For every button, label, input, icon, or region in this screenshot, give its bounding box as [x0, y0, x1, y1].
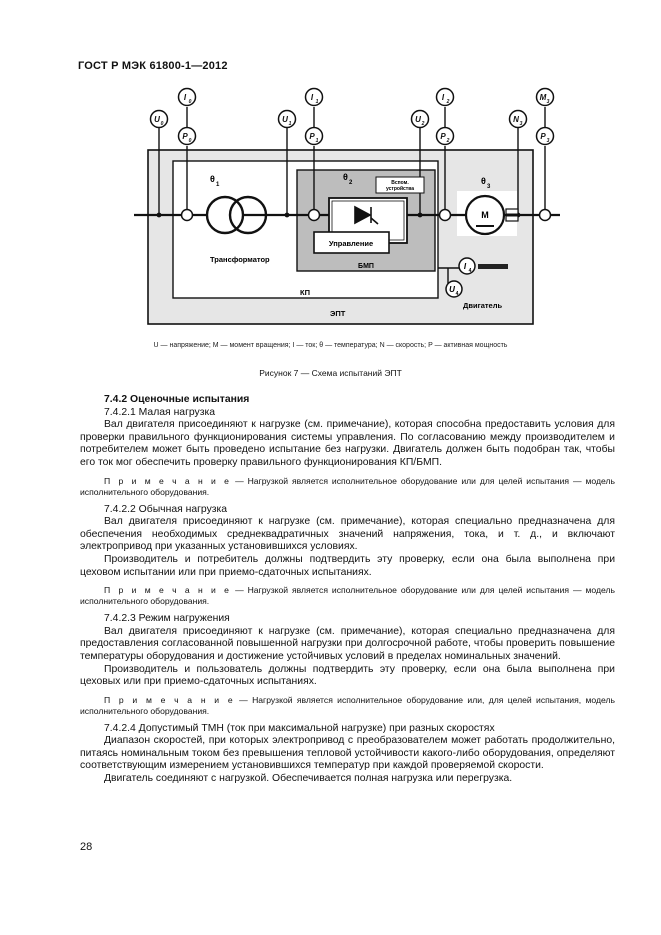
svg-text:I: I: [311, 93, 314, 102]
paragraph: Диапазон скоростей, при которых электроп…: [80, 735, 615, 772]
svg-text:2: 2: [446, 138, 450, 144]
svg-text:P: P: [440, 132, 446, 141]
svg-text:θ: θ: [210, 174, 215, 184]
svg-text:3: 3: [520, 121, 523, 127]
note-text: — Нагрузкой является исполнительное обор…: [80, 475, 615, 497]
svg-text:устройства: устройства: [386, 185, 414, 192]
page-number: 28: [80, 841, 93, 853]
svg-text:P: P: [182, 132, 188, 141]
svg-text:Трансформатор: Трансформатор: [210, 255, 270, 264]
svg-text:1: 1: [316, 99, 319, 105]
svg-text:0: 0: [189, 138, 192, 144]
body-text: 7.4.2 Оценочные испытания 7.4.2.1 Малая …: [80, 388, 615, 786]
svg-text:M: M: [540, 93, 547, 102]
note: П р и м е ч а н и е — Нагрузкой является…: [80, 695, 615, 717]
svg-text:P: P: [540, 132, 546, 141]
motor-symbol: [464, 194, 506, 236]
svg-text:4: 4: [469, 268, 472, 274]
transformer-symbol: [205, 195, 268, 235]
svg-text:2: 2: [349, 180, 353, 186]
thyristor-symbol: [354, 205, 379, 225]
svg-text:1: 1: [316, 138, 319, 144]
svg-text:0: 0: [189, 99, 192, 105]
svg-text:θ: θ: [481, 176, 486, 186]
svg-text:P: P: [309, 132, 315, 141]
svg-text:θ: θ: [343, 172, 348, 182]
section-7-4-2-4-title: 7.4.2.4 Допустимый ТМН (ток при максимал…: [104, 722, 495, 734]
svg-text:I: I: [464, 262, 467, 271]
note-text: — Нагрузкой является исполнительное обор…: [80, 585, 615, 607]
svg-text:3: 3: [487, 184, 491, 190]
svg-text:4: 4: [456, 291, 459, 297]
svg-text:3: 3: [547, 99, 550, 105]
svg-text:U: U: [449, 285, 455, 294]
paragraph: Вал двигателя присоединяют к нагрузке (с…: [80, 625, 615, 662]
svg-text:БМП: БМП: [358, 263, 374, 270]
note: П р и м е ч а н и е — Нагрузкой является…: [80, 476, 615, 498]
svg-text:КП: КП: [300, 288, 310, 297]
svg-text:N: N: [513, 115, 519, 124]
svg-text:Вспом.: Вспом.: [391, 180, 409, 186]
svg-text:2: 2: [421, 121, 425, 127]
aux-devices-box: [375, 176, 425, 194]
paragraph: Производитель и потребитель должны подтв…: [80, 553, 615, 578]
svg-text:1: 1: [289, 121, 292, 127]
section-7-4-2-3-title: 7.4.2.3 Режим нагружения: [104, 613, 230, 625]
svg-text:М: М: [481, 210, 489, 220]
section-7-4-2-title: 7.4.2 Оценочные испытания: [104, 394, 250, 405]
control-box: [313, 231, 390, 254]
svg-text:1: 1: [216, 182, 220, 188]
figure-legend: U — напряжение; M — момент вращения; I —…: [153, 342, 508, 349]
paragraph: Вал двигателя присоединяют к нагрузке (с…: [80, 516, 615, 553]
note-text: — Нагрузкой является исполнительное обор…: [80, 694, 615, 716]
svg-text:ЭПТ: ЭПТ: [330, 309, 346, 318]
svg-text:I: I: [184, 93, 187, 102]
note-label: П р и м е ч а н и е: [104, 475, 232, 486]
figure-caption: Рисунок 7 — Схема испытаний ЭПТ: [259, 368, 402, 378]
svg-text:U: U: [282, 115, 288, 124]
svg-text:0: 0: [161, 121, 164, 127]
svg-text:U: U: [154, 115, 160, 124]
svg-text:Двигатель: Двигатель: [463, 301, 502, 310]
section-7-4-2-1-title: 7.4.2.1 Малая нагрузка: [104, 406, 216, 418]
document-header: ГОСТ Р МЭК 61800-1—2012: [78, 60, 228, 72]
svg-text:2: 2: [446, 99, 450, 105]
paragraph: Вал двигателя присоединяют к нагрузке (с…: [80, 419, 615, 468]
note-label: П р и м е ч а н и е: [104, 585, 232, 596]
note-label: П р и м е ч а н и е: [104, 694, 235, 705]
svg-text:3: 3: [547, 138, 550, 144]
section-7-4-2-2-title: 7.4.2.2 Обычная нагрузка: [104, 503, 228, 515]
svg-text:U: U: [415, 115, 421, 124]
svg-text:I: I: [442, 93, 445, 102]
paragraph: Двигатель соединяют с нагрузкой. Обеспеч…: [104, 773, 513, 785]
svg-text:Управление: Управление: [329, 239, 373, 248]
note: П р и м е ч а н и е — Нагрузкой является…: [80, 585, 615, 607]
paragraph: Производитель и пользователь должны подт…: [80, 663, 615, 688]
